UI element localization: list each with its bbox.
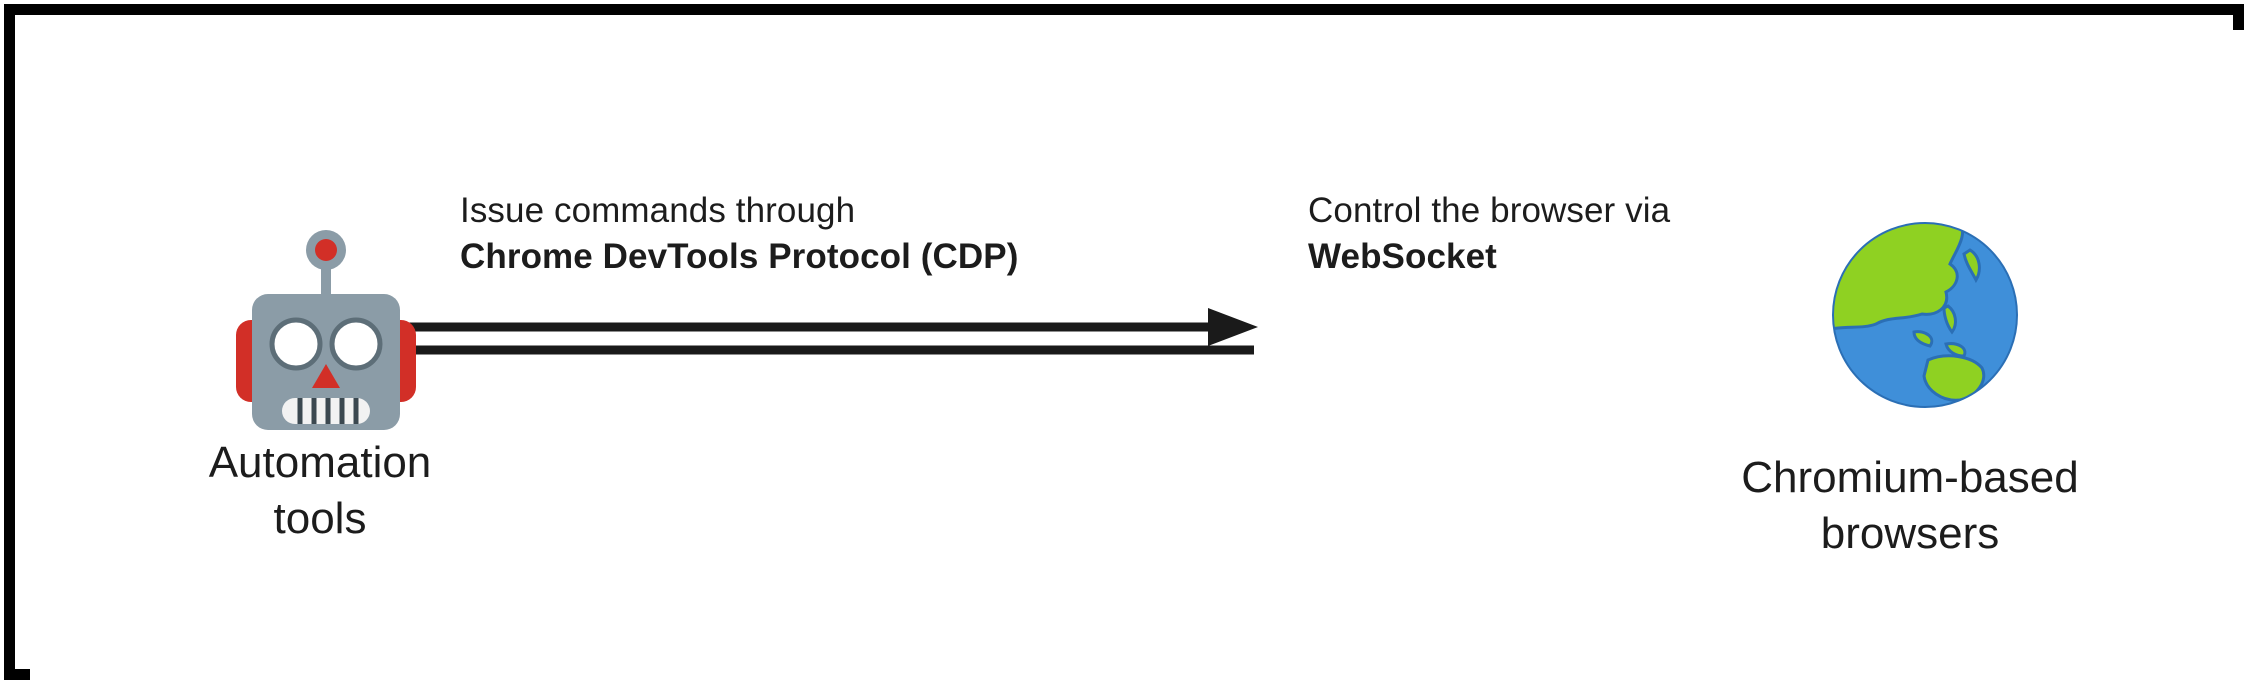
diagram-surface: Issue commands through Chrome DevTools P… (30, 30, 2256, 686)
edge-label-websocket-line2: WebSocket (1308, 236, 1497, 276)
robot-icon (236, 230, 416, 430)
diagram-frame-border: Issue commands through Chrome DevTools P… (4, 4, 2256, 686)
globe-icon (1832, 222, 2018, 408)
node-caption-chromium-browsers-line2: browsers (1820, 509, 2000, 559)
node-caption-automation-tools-line2: tools (273, 494, 367, 544)
edge-inbound-arrow (302, 331, 1254, 369)
edge-label-websocket-line1: Control the browser via (1308, 191, 1671, 230)
node-caption-automation-tools: Automation tools (110, 435, 530, 548)
node-caption-automation-tools-line1: Automation (208, 438, 432, 487)
edge-label-cdp-line2: Chrome DevTools Protocol (CDP) (460, 236, 1019, 276)
edge-label-cdp: Issue commands through Chrome DevTools P… (460, 188, 1019, 279)
edge-label-websocket: Control the browser via WebSocket (1308, 188, 1670, 279)
node-caption-chromium-browsers: Chromium-based browsers (1660, 450, 2160, 563)
edge-label-cdp-line1: Issue commands through (460, 191, 856, 230)
edge-outbound-arrow (306, 308, 1258, 346)
node-caption-chromium-browsers-line1: Chromium-based (1741, 453, 2079, 502)
